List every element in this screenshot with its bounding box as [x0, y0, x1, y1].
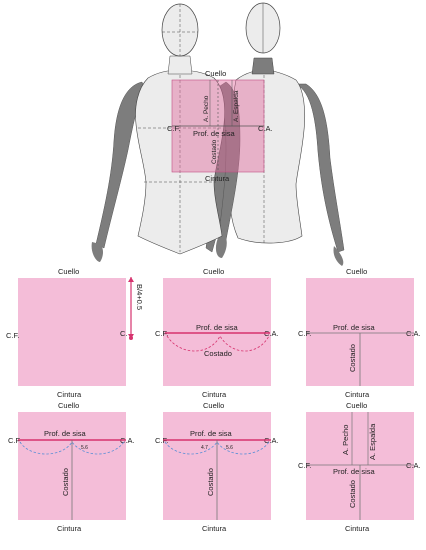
panel-5-costado-label: Costado	[206, 468, 215, 496]
panel-3-top-label: Cuello	[346, 267, 367, 276]
panel-1-measure-label: B/4+0.5	[135, 284, 144, 310]
panel-1-measure-arrow-top	[128, 277, 134, 282]
panel-6-bottom-label: Cintura	[345, 524, 370, 533]
panel-4-bottom-label: Cintura	[57, 524, 82, 533]
panel-6-left-label: C.F.	[298, 461, 311, 470]
panel-3-bottom-label: Cintura	[345, 390, 370, 399]
panel-5-bottom-label: Cintura	[202, 524, 227, 533]
panel-2: Cuello Cintura C.F. C.A. Prof. de sisa C…	[155, 267, 279, 399]
panel-4-curve	[19, 441, 125, 455]
top-ca-label: C.A.	[258, 124, 273, 133]
front-left-hand	[91, 242, 103, 262]
panel-3: Cuello Cintura C.F. C.A. Prof. de sisa C…	[298, 267, 421, 399]
panel-3-prof-label: Prof. de sisa	[333, 323, 376, 332]
panel-2-square	[163, 278, 271, 386]
panel-1-square	[18, 278, 126, 386]
panel-2-left-label: C.F.	[155, 329, 168, 338]
panel-3-left-label: C.F.	[298, 329, 311, 338]
panel-1: Cuello Cintura C.F. C. B/4+0.5	[6, 267, 144, 399]
top-cf-label: C.F.	[167, 124, 180, 133]
panel-4-prof-label: Prof. de sisa	[44, 429, 87, 438]
top-cuello-label: Cuello	[205, 69, 226, 78]
panel-5-curve	[164, 441, 270, 455]
mannequin-illustration: Cuello A. Pecho A. Espalda C.F. Prof. de…	[91, 2, 345, 266]
panel-6-costado-label: Costado	[348, 480, 357, 508]
panel-2-prof-label: Prof. de sisa	[196, 323, 239, 332]
top-cintura-label: Cintura	[205, 174, 230, 183]
panel-1-point	[129, 336, 133, 340]
panel-2-top-label: Cuello	[203, 267, 224, 276]
front-mannequin	[91, 3, 241, 262]
panel-4-top-label: Cuello	[58, 401, 79, 410]
panel-2-costado-label: Costado	[204, 349, 232, 358]
panel-6: Cuello Cintura C.F. C.A. Prof. de sisa C…	[298, 401, 421, 533]
top-prof-sisa-label: Prof. de sisa	[193, 129, 236, 138]
panel-5-val-right: 5.6	[226, 445, 233, 451]
panel-6-a-espalda-label: A. Espalda	[368, 423, 377, 460]
panel-4-costado-label: Costado	[61, 468, 70, 496]
panel-3-costado-label: Costado	[348, 344, 357, 372]
panel-5-left-label: C.F.	[155, 436, 168, 445]
panel-4-val-right: 5.6	[81, 445, 88, 451]
panel-5: Cuello Cintura C.F. C.A. Prof. de sisa 4…	[155, 401, 279, 533]
panel-2-bottom-label: Cintura	[202, 390, 227, 399]
panel-6-prof-label: Prof. de sisa	[333, 467, 376, 476]
back-right-arm	[295, 83, 345, 253]
panel-1-bottom-label: Cintura	[57, 390, 82, 399]
front-neck	[167, 55, 193, 75]
panel-5-prof-label: Prof. de sisa	[190, 429, 233, 438]
panel-4-right-label: C.A.	[120, 436, 135, 445]
panel-3-right-label: C.A.	[406, 329, 421, 338]
panel-4-left-label: C.F.	[8, 436, 21, 445]
back-neck	[251, 57, 275, 75]
back-mannequin	[205, 2, 345, 266]
panel-1-top-label: Cuello	[58, 267, 79, 276]
panel-2-curve	[166, 335, 270, 352]
top-costado-label: Costado	[211, 139, 218, 164]
panel-6-a-pecho-label: A. Pecho	[341, 425, 350, 455]
panel-1-right-label: C.	[120, 329, 128, 338]
panel-6-top-label: Cuello	[346, 401, 367, 410]
panel-5-top-label: Cuello	[203, 401, 224, 410]
panel-1-left-label: C.F.	[6, 331, 19, 340]
panel-5-val-left: 4.7	[201, 445, 208, 451]
top-a-pecho-label: A. Pecho	[203, 95, 210, 122]
panel-2-right-label: C.A.	[264, 329, 279, 338]
back-hand	[333, 246, 344, 266]
panel-6-right-label: C.A.	[406, 461, 421, 470]
front-right-hand	[215, 238, 227, 258]
top-a-espalda-label: A. Espalda	[233, 90, 240, 122]
panel-4: Cuello Cintura C.F. C.A. Prof. de sisa 5…	[8, 401, 135, 533]
panel-5-right-label: C.A.	[264, 436, 279, 445]
